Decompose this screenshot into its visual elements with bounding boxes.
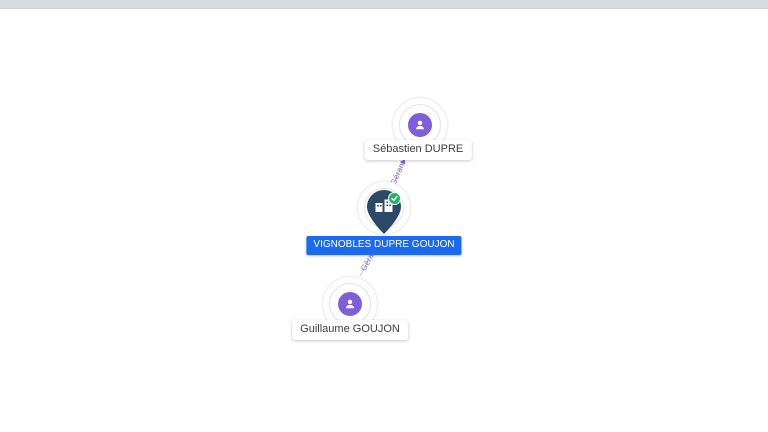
- node-company-vignobles-dupre-goujon[interactable]: [357, 181, 411, 235]
- person-icon: [408, 113, 432, 137]
- node-label-sebastien-dupre[interactable]: Sébastien DUPRE: [364, 140, 472, 160]
- node-label-vignobles-dupre-goujon[interactable]: VIGNOBLES DUPRE GOUJON: [306, 236, 462, 255]
- verified-check-icon: [388, 192, 401, 205]
- person-icon: [338, 292, 362, 316]
- top-bar: [0, 0, 768, 9]
- node-label-guillaume-goujon[interactable]: Guillaume GOUJON: [292, 320, 408, 340]
